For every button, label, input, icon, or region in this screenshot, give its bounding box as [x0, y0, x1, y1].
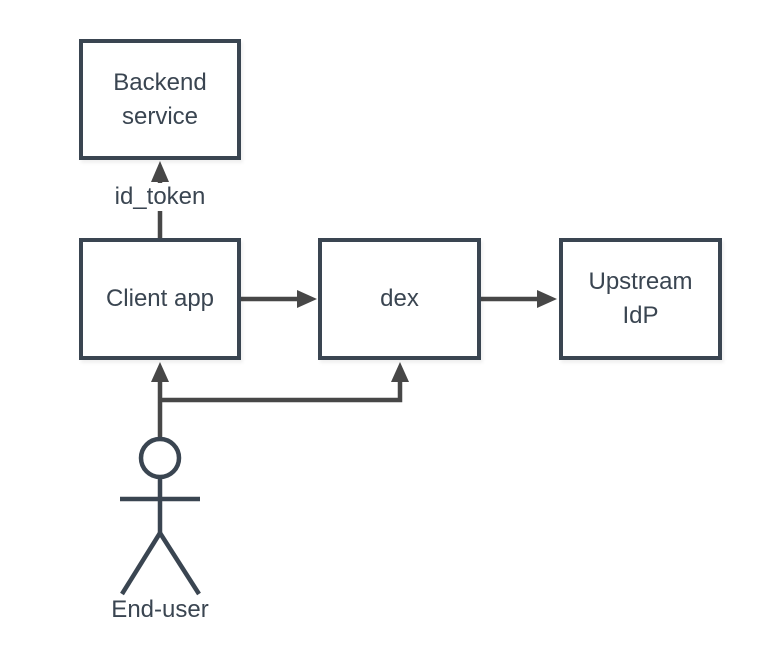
arrowhead-right-idp-icon — [537, 290, 557, 308]
node-backend-service-label: Backend service — [113, 68, 207, 130]
actor-right-leg — [158, 531, 201, 596]
node-upstream-idp: Upstream IdP — [559, 238, 722, 360]
node-client-app-label: Client app — [105, 285, 215, 312]
arrowhead-up-client-icon — [151, 362, 169, 382]
edge-label-id-token: id_token — [111, 183, 209, 211]
node-client-app: Client app — [79, 238, 241, 360]
node-backend-service: Backend service — [79, 39, 241, 160]
end-user-actor-icon — [120, 436, 201, 596]
actor-head — [138, 436, 182, 480]
actor-left-leg — [120, 531, 162, 596]
node-dex: dex — [318, 238, 481, 360]
edge-user-to-dex — [158, 380, 403, 403]
node-upstream-idp-label: Upstream IdP — [588, 268, 693, 329]
end-user-label: End-user — [111, 596, 209, 623]
arrowhead-up-dex-icon — [391, 362, 409, 382]
arrowhead-up-backend-icon — [151, 161, 169, 182]
node-dex-label: dex — [380, 285, 419, 312]
arrowhead-right-dex-icon — [297, 290, 317, 308]
